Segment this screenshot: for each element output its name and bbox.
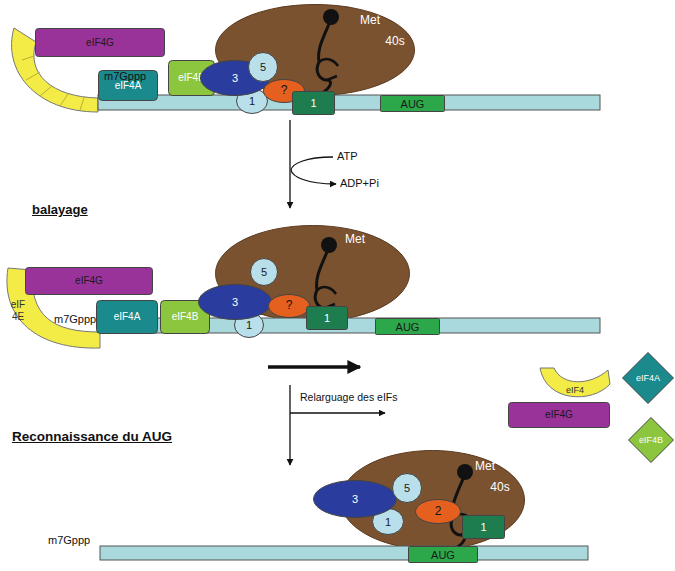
cap-label: m7Gppp (54, 313, 96, 325)
node-text: AUG (401, 97, 425, 110)
node-text: Met (345, 233, 365, 247)
node-text: 1 (249, 95, 255, 108)
outline-shape (99, 71, 158, 101)
outline-shape (26, 268, 153, 295)
band-segments (22, 56, 84, 110)
step-heading: Reconnaissance du AUG (12, 430, 172, 445)
start-codon: AUG (380, 95, 445, 112)
cap-label: m7Gppp (104, 70, 146, 82)
node-text: 3 (232, 72, 238, 85)
outline-shape (235, 313, 264, 338)
node-text: eIF4 (566, 385, 584, 395)
outline-shape (540, 368, 610, 397)
start-codon: AUG (408, 546, 478, 563)
outline-shape (376, 319, 440, 335)
outline-shape (381, 96, 445, 112)
node-text: eIF4G (75, 275, 103, 287)
outline-shape (249, 53, 278, 82)
node-text: 5 (260, 61, 266, 74)
atp-hydrolysis-arrow (291, 157, 336, 184)
node-text: eIF4G (545, 409, 573, 421)
eif3-ellipse: 3 (198, 284, 272, 320)
eif5-circle: 5 (248, 52, 278, 82)
node-text: Met (475, 460, 495, 474)
eif4a-box: eIF4A (96, 300, 158, 334)
eif4g-box: eIF4G (508, 402, 610, 428)
node-text: AUG (431, 548, 455, 561)
outline-shape (237, 89, 268, 114)
cofactor-label: ATP (337, 150, 358, 162)
eif5-circle: 5 (392, 473, 422, 503)
node-text: eIF4G (86, 37, 114, 49)
eif1a-box: 1 (462, 515, 505, 539)
node-text: Met (360, 14, 380, 28)
eif1a-box: 1 (292, 91, 335, 115)
node-text: 5 (404, 482, 410, 495)
outline-shape (509, 403, 610, 428)
outline-shape (36, 29, 165, 57)
release-arrow (290, 412, 385, 413)
eif1a-box: 1 (306, 306, 348, 330)
eif4b-diamond: eIF4B (628, 417, 674, 463)
outline-shape (269, 295, 310, 318)
node-text: 2 (435, 505, 442, 519)
cofactor-label: ADP+Pi (340, 177, 379, 189)
outline-shape (623, 353, 674, 404)
node-text: 1 (310, 97, 316, 110)
trna-head (457, 464, 473, 480)
arrow-label: Relarguage des eIFs (300, 392, 397, 404)
node-text: 40s (490, 481, 509, 495)
eif3-ellipse: 3 (313, 480, 397, 518)
node-text: 3 (352, 493, 358, 506)
outline-shape (293, 92, 335, 115)
node-text: 3 (232, 296, 238, 309)
eif2-ellipse: 2 (415, 499, 461, 524)
node-text: eIF4A (114, 311, 141, 323)
eif4g-box: eIF4G (35, 28, 165, 57)
step-arrow (289, 120, 290, 208)
mrna-strand (100, 546, 588, 560)
outline-shape (373, 509, 404, 535)
step-heading: balayage (32, 203, 88, 217)
trna-head (323, 9, 339, 25)
eif4a-diamond: eIF4A (622, 352, 674, 404)
cap-label: m7Gppp (48, 534, 90, 546)
node-text: AUG (396, 320, 420, 333)
node-text: eIF4B (639, 435, 663, 445)
outline-shape (199, 285, 272, 320)
node-text: 1 (385, 515, 391, 528)
outline-shape (314, 481, 397, 518)
outline-shape (307, 307, 348, 330)
node-text: 40s (385, 35, 404, 49)
node-text: 5 (261, 266, 267, 279)
node-text: eIF 4E (7, 299, 29, 322)
start-codon: AUG (375, 318, 440, 335)
eif5-circle: 5 (250, 258, 278, 286)
node-text: 1 (324, 312, 330, 325)
step-arrow (289, 385, 290, 465)
outline-shape (463, 516, 505, 539)
node-text: eIF4A (636, 373, 660, 383)
mrna-strand (98, 95, 600, 110)
outline-shape (409, 547, 478, 563)
node-text: 1 (246, 319, 252, 332)
eif4e-band: eIF4 (540, 368, 610, 402)
outline-shape (416, 500, 461, 524)
scanning-arrow (268, 365, 360, 369)
eif2-ellipse: ? (268, 294, 310, 318)
outline-shape (251, 259, 278, 286)
node-text: eIF4B (172, 311, 199, 323)
trna-head (321, 237, 337, 253)
node-text: 1 (480, 521, 486, 534)
outline-shape (97, 301, 158, 334)
eif4g-box: eIF4G (25, 267, 153, 295)
node-text: ? (281, 84, 288, 98)
node-text: ? (286, 299, 293, 313)
outline-shape (393, 474, 422, 503)
outline-shape (629, 418, 674, 463)
